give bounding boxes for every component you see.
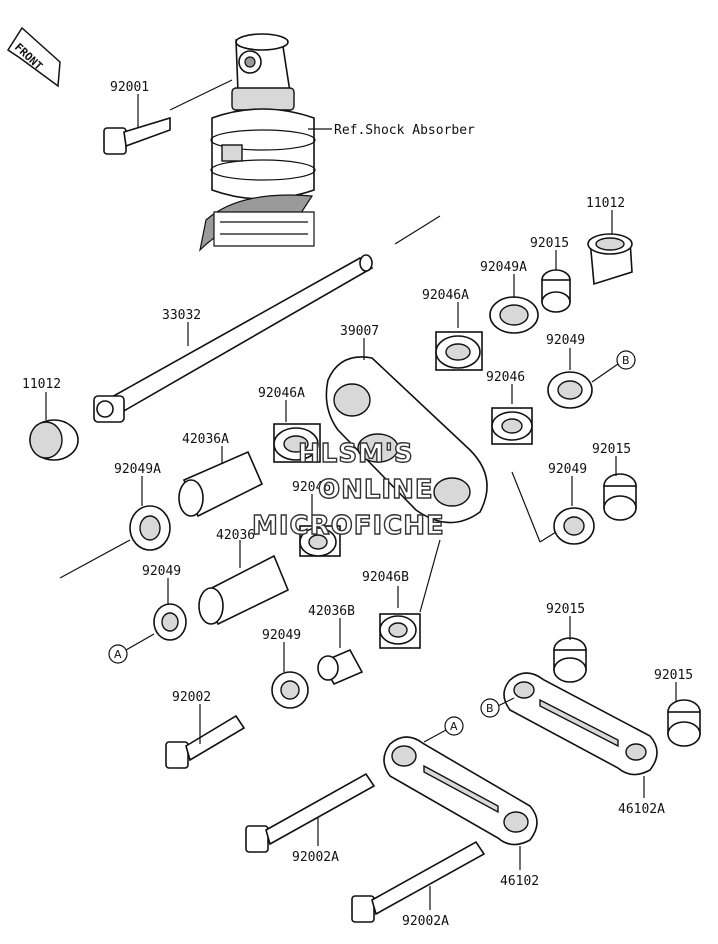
link-rod-46102A [503,672,658,776]
bearing-92046A-top [435,331,483,371]
watermark: HLSM'S ONLINE MICROFICHE [251,438,445,541]
shock-absorber [199,33,316,252]
part-number-92002: 92002 [172,690,211,705]
callout-a-bottom: A [450,720,458,733]
part-number-42036A: 42036A [182,432,229,447]
part-number-92049-mid: 92049 [548,462,587,477]
bearing-92046-mid [299,525,341,557]
bearing-92046B [379,613,421,649]
part-number-92049-right: 92049 [546,333,585,348]
part-number-33032: 33032 [162,308,201,323]
rocker-arm-39007 [325,356,488,524]
part-number-92002A-2: 92002A [402,914,449,929]
cap-11012-top [587,233,633,286]
seal-92049-mid [553,507,595,545]
seal-92049A-top [489,296,539,334]
spacer-42036B [317,648,364,686]
shaft-33032 [93,254,374,423]
seal-92049-right [547,371,593,409]
front-direction-badge: FRONT [6,26,61,88]
callout-a-left: A [114,648,122,661]
spacer-42036A [178,450,264,518]
collar-92015-low [553,637,587,683]
part-number-11012-left: 11012 [22,377,61,392]
seal-92049-low [271,671,309,709]
seal-92049A-left [129,505,171,551]
seal-92049-left [153,603,187,641]
part-number-92046-right: 92046 [486,370,525,385]
bolt-92002A-2 [351,840,486,923]
part-number-46102: 46102 [500,874,539,889]
bearing-92046-right [491,407,533,445]
bolt-92002A-1 [245,772,376,853]
part-number-42036B: 42036B [308,604,355,619]
part-number-92049-low: 92049 [262,628,301,643]
part-number-46102A: 46102A [618,802,665,817]
part-number-39007: 39007 [340,324,379,339]
part-number-92015-top: 92015 [530,236,569,251]
collar-92015-far [667,699,701,747]
callout-b-bottom: B [486,702,494,715]
part-number-92046-mid: 92046 [292,480,331,495]
part-number-92046A-top: 92046A [422,288,469,303]
part-number-92002A-1: 92002A [292,850,339,865]
part-number-92015-mid: 92015 [592,442,631,457]
link-rod-46102 [383,736,538,846]
part-number-11012-top: 11012 [586,196,625,211]
bolt-92002 [165,714,246,769]
watermark-line-3: MICROFICHE [252,511,445,541]
part-number-92049-left: 92049 [142,564,181,579]
watermark-line-1: HLSM'S [298,439,414,469]
part-number-92015-far: 92015 [654,668,693,683]
bearing-92046A-mid [273,423,321,463]
collar-92015-mid [603,473,637,521]
watermark-line-2: ONLINE [318,475,434,505]
part-number-42036: 42036 [216,528,255,543]
part-number-92015-low: 92015 [546,602,585,617]
part-number-92001: 92001 [110,80,149,95]
cap-11012-left [29,419,79,461]
part-number-92046A-mid: 92046A [258,386,305,401]
part-number-92046B: 92046B [362,570,409,585]
spacer-42036 [198,554,290,626]
part-number-92049A-left: 92049A [114,462,161,477]
ref-shock-absorber-label: Ref.Shock Absorber [334,123,475,138]
callout-b-top: B [622,354,630,367]
part-number-92049A-top: 92049A [480,260,527,275]
collar-92015-top [541,269,571,313]
bolt-92001 [103,116,171,155]
